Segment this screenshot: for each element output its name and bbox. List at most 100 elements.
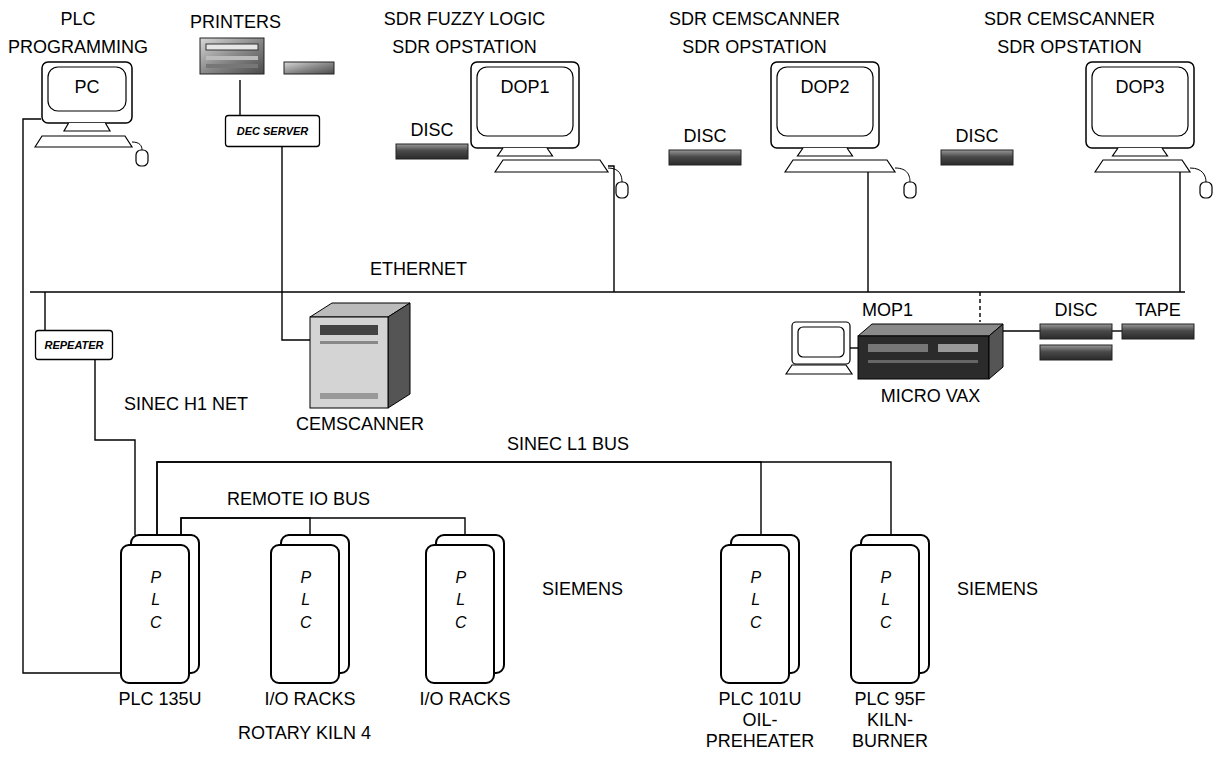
mouse <box>616 182 628 198</box>
cemscanner-part <box>310 317 388 408</box>
node-caption: PLC 101U OIL- PREHEATER <box>702 689 818 752</box>
disc-drive-part <box>941 150 1013 165</box>
node-label: PLC <box>297 567 315 634</box>
network-link <box>157 462 891 535</box>
mouse-cables <box>132 142 1206 182</box>
bus-lines <box>30 147 1185 348</box>
operator-station-part <box>498 148 553 156</box>
micro-vax: MOP1MICRO VAX <box>858 296 1003 410</box>
operator-station-part <box>471 62 579 148</box>
mouse-cable <box>608 168 622 182</box>
operator-station-part <box>1113 148 1168 156</box>
node-label: PLC <box>877 567 895 634</box>
micro-vax-part <box>868 360 978 363</box>
disc-drive-shape <box>396 144 468 159</box>
plc-unit-shape: PLC <box>271 535 349 683</box>
node-caption: CEMSCANNER <box>290 410 430 438</box>
printers-part <box>206 44 258 50</box>
mouse-cable <box>1190 168 1206 182</box>
node-label: PLC <box>147 567 165 634</box>
cemscanner-part <box>388 303 410 408</box>
printers-part <box>206 64 258 68</box>
pc-workstation-part <box>64 123 110 131</box>
cemscanner-shape <box>310 303 410 408</box>
cemscanner-part <box>320 393 378 399</box>
operator-station-part <box>798 148 853 156</box>
mice <box>136 150 1212 198</box>
repeater: REPEATER <box>35 330 113 360</box>
disc-drive-outline <box>669 150 741 165</box>
micro-vax-shape <box>858 324 1003 379</box>
operator-station-outline <box>770 61 880 156</box>
mouse <box>136 150 148 166</box>
network-link <box>1003 330 1040 331</box>
plc-unit-shape: PLC <box>426 535 504 683</box>
node-heading: TAPE <box>1122 296 1194 324</box>
node-caption: I/O RACKS <box>252 689 368 710</box>
pc-workstation-shape: PC <box>41 61 133 131</box>
keyboard <box>35 136 132 147</box>
plc-unit-outline <box>121 535 199 683</box>
mouse-cable <box>132 142 142 150</box>
vax-drop <box>979 292 980 322</box>
node-label: PLC <box>747 567 765 634</box>
operator-station-shape: DOP3 <box>1085 61 1195 156</box>
tape-drive: TAPE <box>1122 296 1194 339</box>
disc-drive: DISC <box>395 116 469 159</box>
operator-station: SDR FUZZY LOGIC SDR OPSTATIONDOP1 <box>367 5 582 156</box>
printers-part <box>284 62 334 74</box>
vendor-label: SIEMENS <box>955 578 1040 600</box>
cemscanner-part <box>320 325 378 335</box>
disc-drive-part <box>669 150 741 165</box>
operator-station: SDR CEMSCANNER SDR OPSTATIONDOP3 <box>972 5 1197 156</box>
dec-server-drop <box>282 147 310 340</box>
node-caption: MICRO VAX <box>858 382 1003 410</box>
cemscanner-outline <box>310 303 410 408</box>
ethernet-bus <box>30 291 1185 292</box>
plc-unit-shape: PLC <box>851 535 929 683</box>
plc-unit-part <box>271 545 339 683</box>
micro-vax-part <box>989 324 1003 379</box>
micro-vax-part <box>858 324 1003 336</box>
operator-station-outline <box>1085 61 1195 156</box>
group-label: ROTARY KILN 4 <box>236 722 373 744</box>
disc-drive-part <box>1040 324 1112 339</box>
dop3-drop <box>1179 172 1180 292</box>
micro-vax-part <box>938 344 978 352</box>
node-caption: PLC 95F KILN- BURNER <box>832 689 948 752</box>
dec-server-shape: DEC SERVER <box>225 115 320 147</box>
printers-part <box>200 38 264 74</box>
operator-station-shape: DOP2 <box>770 61 880 156</box>
network-label: REMOTE IO BUS <box>225 488 372 510</box>
plc-unit-part <box>851 545 919 683</box>
terminal-screen <box>798 327 844 357</box>
repeater-shape: REPEATER <box>35 330 113 360</box>
disc-drive-shape <box>1040 324 1112 360</box>
network-label: SINEC H1 NET <box>122 393 250 415</box>
mouse <box>1200 182 1212 198</box>
printers-shape <box>190 36 340 80</box>
micro-vax-part <box>868 344 928 352</box>
network-link <box>157 462 761 535</box>
repeater-part <box>36 331 113 360</box>
vendor-label: SIEMENS <box>540 578 625 600</box>
printers: PRINTERS <box>190 8 340 80</box>
dec-server: DEC SERVER <box>225 115 320 147</box>
disc-drive-part <box>396 144 468 159</box>
plc-unit-part <box>426 545 494 683</box>
node-heading: SDR FUZZY LOGIC SDR OPSTATION <box>367 5 562 61</box>
network-link <box>23 119 121 673</box>
printers-outline <box>190 36 340 80</box>
node-label: PC <box>41 73 133 101</box>
plc-unit-outline <box>426 535 504 683</box>
plc-unit-shape: PLC <box>121 535 199 683</box>
node-heading: MOP1 <box>858 296 1003 324</box>
plc-unit: PLC I/O RACKS <box>252 535 368 710</box>
keyboards <box>35 136 1190 374</box>
mouse-cable <box>895 168 910 182</box>
tape-drive-part <box>1122 324 1194 339</box>
keyboard <box>785 160 895 172</box>
plc-unit-part <box>721 545 789 683</box>
